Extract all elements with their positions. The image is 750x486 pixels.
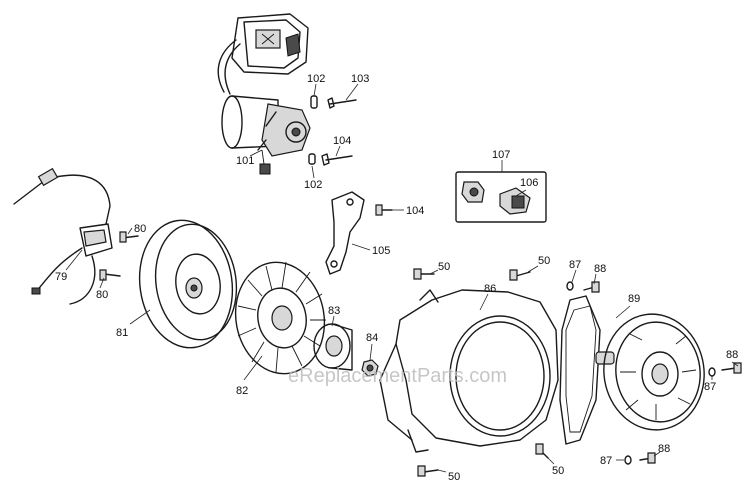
label-80b: 80 [96, 289, 108, 301]
label-50d: 50 [552, 465, 564, 477]
starter-motor [221, 95, 311, 175]
label-83: 83 [328, 305, 340, 317]
washer-87c [624, 455, 632, 465]
screw-50a [413, 268, 435, 280]
screw-88b [721, 362, 742, 374]
label-88a: 88 [594, 263, 606, 275]
label-101: 101 [236, 155, 254, 167]
label-88b: 88 [726, 349, 738, 361]
pin-102b [308, 153, 316, 165]
key-switch-box [455, 171, 547, 223]
screw-50c [417, 465, 439, 477]
callout-labels: 101 102 103 104 102 104 105 107 106 80 7… [55, 73, 738, 483]
washer-87b [708, 367, 716, 377]
screw-50d [535, 443, 549, 459]
label-88c: 88 [658, 443, 670, 455]
starter-bracket [325, 191, 365, 275]
screw-88a [583, 281, 600, 293]
label-102b: 102 [304, 179, 322, 191]
starter-relay [217, 13, 309, 95]
label-103: 103 [351, 73, 369, 85]
bolt-80b [99, 269, 121, 281]
label-89: 89 [628, 293, 640, 305]
label-87b: 87 [704, 381, 716, 393]
screw-50b [509, 269, 531, 281]
label-104a: 104 [333, 135, 351, 147]
label-80a: 80 [134, 223, 146, 235]
label-104b: 104 [406, 205, 424, 217]
fan-housing [379, 289, 559, 453]
bolt-104a [321, 153, 353, 166]
label-87a: 87 [569, 259, 581, 271]
label-50c: 50 [448, 471, 460, 483]
label-86: 86 [484, 283, 496, 295]
watermark-text: eReplacementParts.com [288, 365, 507, 387]
label-79: 79 [55, 271, 67, 283]
bolt-80a [119, 231, 139, 243]
label-84: 84 [366, 332, 378, 344]
recoil-starter [559, 295, 705, 445]
cooling-fan [234, 261, 326, 375]
screw-88c [639, 452, 656, 464]
flywheel [138, 219, 238, 349]
label-106: 106 [520, 177, 538, 189]
label-105: 105 [372, 245, 390, 257]
label-102a: 102 [307, 73, 325, 85]
bolt-103 [327, 97, 357, 109]
label-82: 82 [236, 385, 248, 397]
bolt-104b [375, 204, 393, 216]
washer-87a [566, 281, 574, 291]
flywheel-nut [361, 359, 379, 377]
leader-lines [65, 83, 739, 473]
label-50b: 50 [538, 255, 550, 267]
label-87c: 87 [600, 455, 612, 467]
ignition-coil [13, 167, 113, 305]
label-50a: 50 [438, 261, 450, 273]
label-81: 81 [116, 327, 128, 339]
pin-102a [310, 95, 318, 109]
label-107: 107 [492, 149, 510, 161]
